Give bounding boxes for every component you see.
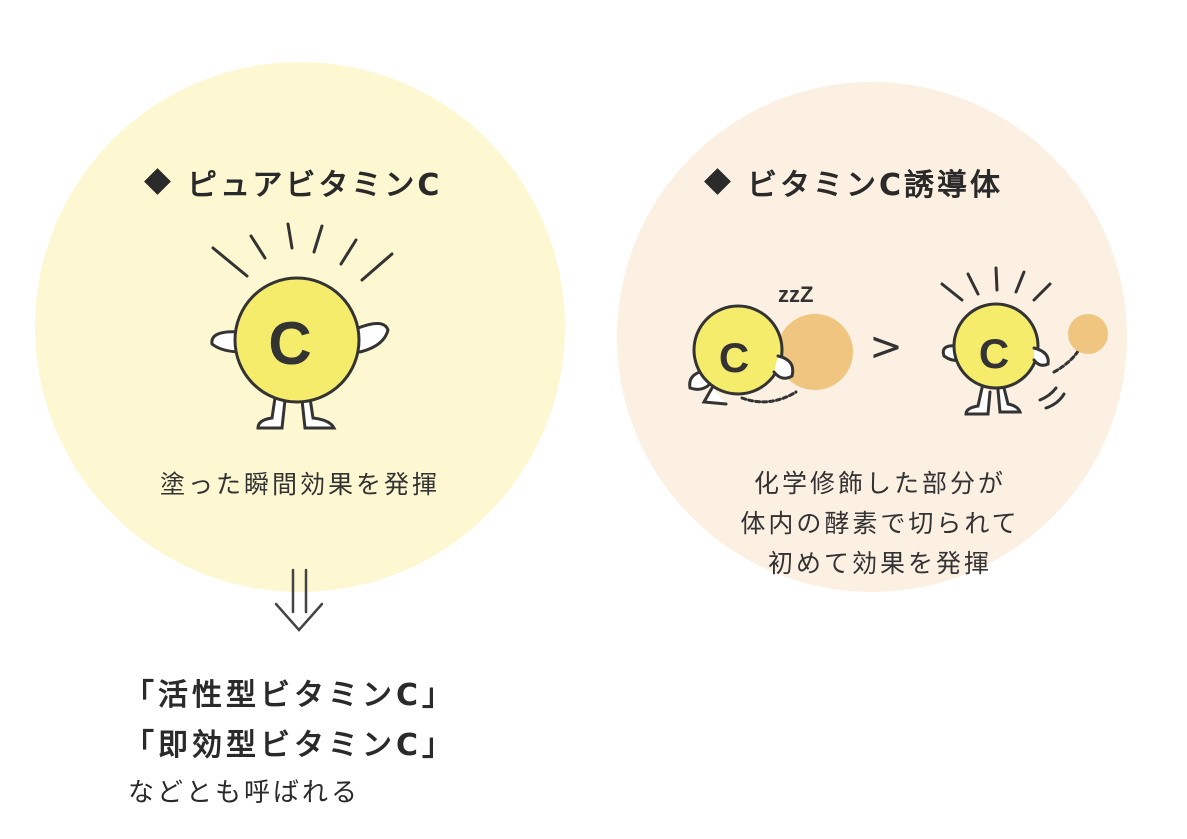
sleep-zzz-icon: zzZ [778,282,813,307]
instant-type-label: 「即効型ビタミンC」 [124,728,457,763]
attached-modifier-ball [777,314,853,390]
shine-ray [339,238,358,266]
shine-ray [994,266,999,292]
active-mascot-letter: C [979,330,1009,377]
active-type-label: 「活性型ビタミンC」 [124,678,457,713]
chain-link-icon [740,390,798,404]
sleeping-mascot-letter: C [719,334,749,381]
chain-link-icon [1052,346,1082,374]
pure-vitamin-c-heading: ピュアビタミンC [144,160,443,204]
sleeping-derivative-mascot [688,304,853,406]
derivative-caption-line: 化学修飾した部分が [753,469,1006,498]
pure-caption-text: 塗った瞬間効果を発揮 [159,470,440,499]
shine-ray [360,252,394,282]
derivative-caption: 化学修飾した部分が 体内の酵素で切られて 初めて効果を発揮 [700,464,1060,584]
shine-ray [211,246,249,278]
derivative-heading: ビタミンC誘導体 [704,160,1004,204]
released-modifier-ball [1068,314,1108,354]
shine-ray [249,234,267,260]
active-derivative-mascot [940,266,1082,416]
pure-mascot-letter: C [268,310,311,377]
pure-vitamin-c-mascot [210,222,394,430]
derivative-caption-line: 初めて効果を発揮 [767,549,992,578]
shine-ray [1014,270,1026,294]
also-called-text: などとも呼ばれる [128,778,361,808]
shine-ray [1032,282,1052,302]
derivative-caption-line: 体内の酵素で切られて [740,509,1020,538]
motion-line [1044,392,1066,410]
double-down-arrow-icon [274,568,324,632]
derivative-heading-text: ビタミンC誘導体 [747,168,1004,203]
shine-ray [312,224,324,254]
shine-ray [286,222,294,250]
greater-than-symbol: > [869,324,903,370]
motion-line [1038,386,1058,402]
pure-caption: 塗った瞬間効果を発揮 [130,465,470,505]
pure-heading-text: ピュアビタミンC [187,168,443,203]
shine-ray [966,272,980,296]
shine-ray [940,282,964,302]
